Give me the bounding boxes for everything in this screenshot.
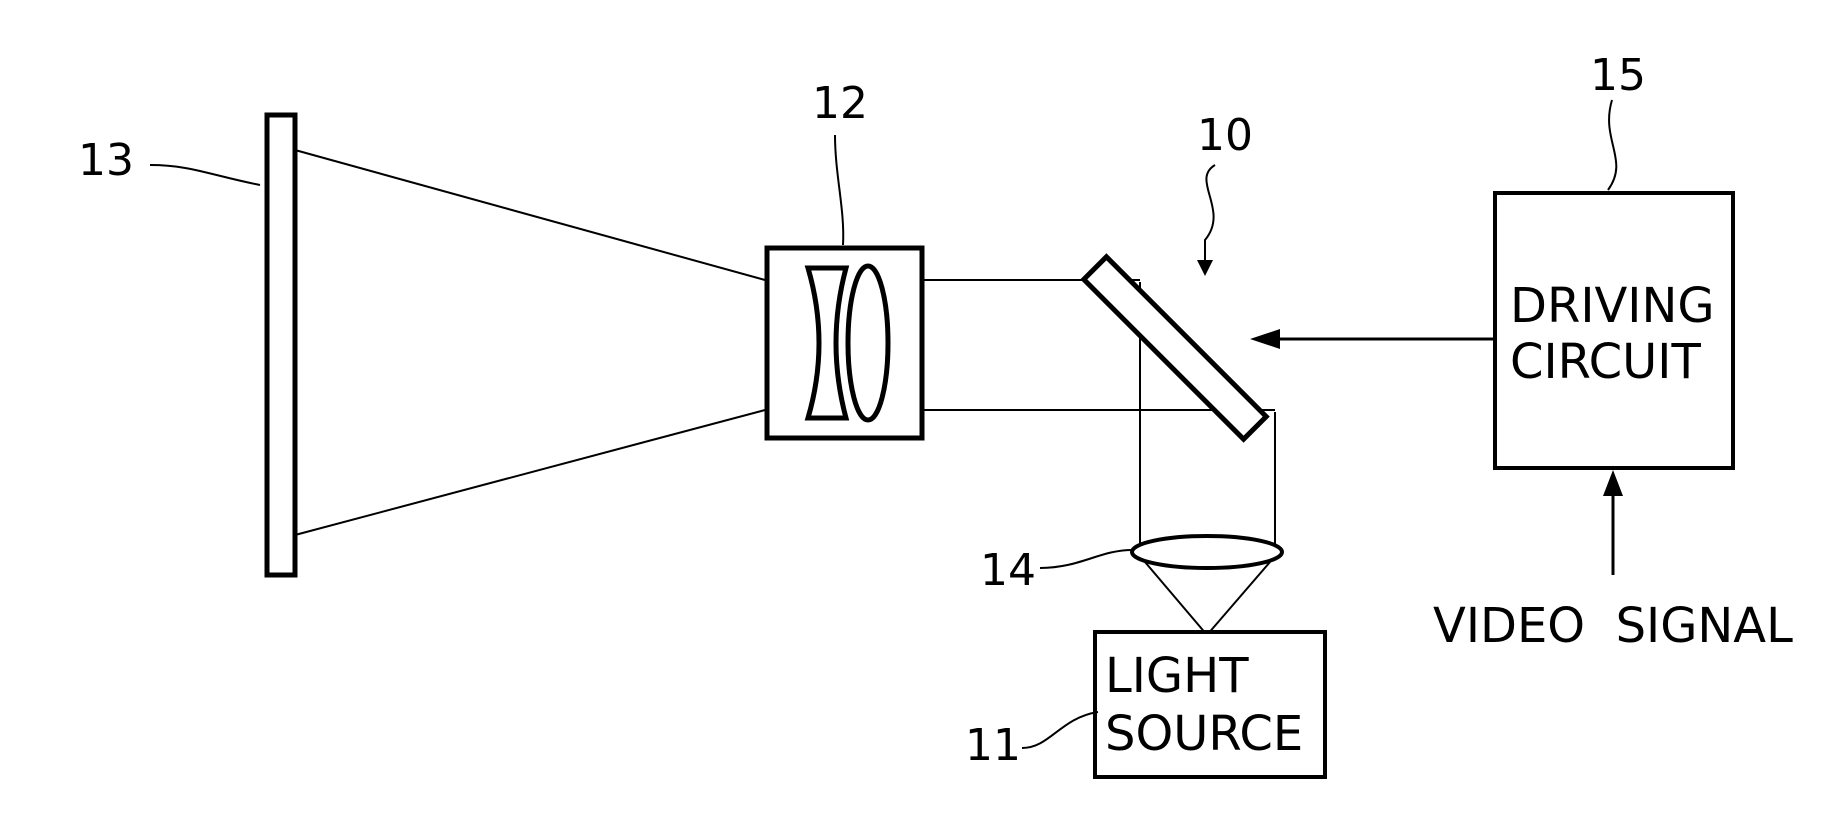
screen-ref-numeral: 13 bbox=[78, 135, 134, 186]
driving-circuit-label-line1: DRIVING bbox=[1510, 278, 1715, 334]
light-source-leader-line bbox=[1022, 712, 1098, 748]
mirror-device-leader-line bbox=[1205, 165, 1215, 272]
light-source-label-line2: SOURCE bbox=[1105, 706, 1303, 762]
light-cone-right bbox=[1207, 562, 1270, 635]
driving-circuit-ref-numeral: 15 bbox=[1590, 50, 1646, 101]
driving-circuit-leader-line bbox=[1608, 100, 1616, 190]
driving-circuit-label-line2: CIRCUIT bbox=[1510, 334, 1701, 390]
light-cone-left bbox=[1145, 562, 1207, 635]
mirror-device-leader-arrowhead bbox=[1197, 260, 1213, 276]
condenser-lens-ref-numeral: 14 bbox=[980, 545, 1036, 596]
video-signal-label: VIDEO SIGNAL bbox=[1433, 598, 1793, 654]
projection-lens-ref-numeral: 12 bbox=[812, 78, 868, 129]
light-source-label-line1: LIGHT bbox=[1105, 648, 1249, 704]
projection-ray-bottom bbox=[295, 410, 765, 535]
light-source-ref-numeral: 11 bbox=[965, 720, 1021, 771]
condenser-lens bbox=[1132, 536, 1282, 568]
mirror-device bbox=[1084, 257, 1266, 439]
mirror-device-ref-numeral: 10 bbox=[1197, 110, 1253, 161]
drive-signal-arrowhead bbox=[1250, 329, 1280, 349]
projection-ray-top bbox=[295, 150, 765, 280]
condenser-lens-leader-line bbox=[1040, 550, 1132, 568]
projection-lens-leader-line bbox=[835, 135, 843, 245]
video-signal-arrowhead bbox=[1603, 470, 1623, 496]
convex-lens-element bbox=[848, 266, 888, 420]
screen bbox=[267, 115, 295, 575]
screen-leader-line bbox=[150, 165, 260, 185]
